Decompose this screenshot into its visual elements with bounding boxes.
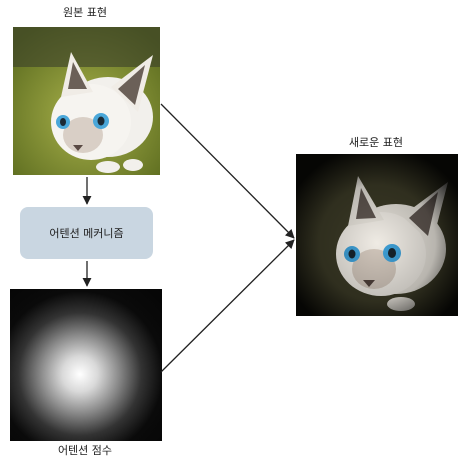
attention-mechanism-label: 어텐션 메커니즘 — [49, 227, 124, 240]
attention-score-map — [10, 289, 162, 441]
new-representation-image — [296, 154, 458, 316]
arrow-original-to-new — [160, 103, 295, 239]
original-representation-label: 원본 표현 — [63, 6, 107, 19]
original-cat-image — [13, 27, 160, 175]
attention-scores-label: 어텐션 점수 — [57, 444, 113, 457]
arrow-scores-to-new — [160, 239, 295, 373]
new-representation-label: 새로운 표현 — [348, 136, 404, 149]
attention-mechanism-box: 어텐션 메커니즘 — [20, 207, 153, 259]
